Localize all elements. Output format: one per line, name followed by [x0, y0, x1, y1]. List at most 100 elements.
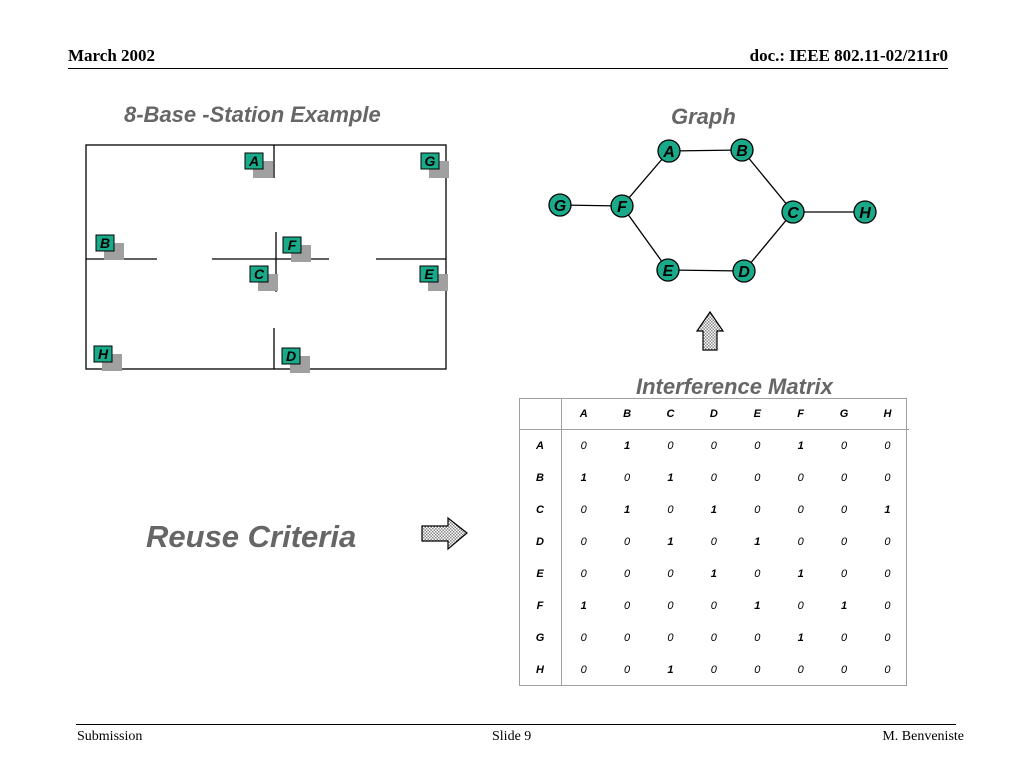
matrix-cell: 0: [710, 664, 717, 676]
matrix-cell: 0: [884, 664, 891, 676]
matrix-cell: 0: [840, 440, 848, 452]
station-b: B: [95, 234, 124, 260]
graph-node-label: H: [859, 205, 871, 222]
graph-node-g: G: [548, 193, 572, 217]
matrix-cell: 0: [624, 632, 631, 644]
matrix-row-header: B: [519, 462, 562, 494]
station-c: C: [249, 265, 278, 291]
matrix-cell: 1: [710, 504, 717, 516]
station-box: [281, 347, 301, 365]
graph-node-label: F: [617, 199, 628, 216]
matrix-cell: 0: [884, 600, 891, 612]
matrix-col-header: B: [605, 398, 649, 430]
header-doc-id: doc.: IEEE 802.11-02/211r0: [749, 46, 948, 65]
matrix-cell: 0: [667, 568, 674, 580]
matrix-cell: 0: [667, 440, 674, 452]
matrix-title: Interference Matrix: [636, 374, 833, 399]
matrix-row-header: D: [519, 526, 562, 558]
matrix-cell: 0: [797, 504, 804, 516]
matrix-corner: [519, 398, 562, 430]
matrix-row-header: F: [519, 590, 562, 622]
station-box: [93, 345, 113, 363]
graph-node-d: D: [732, 259, 756, 283]
graph-edge-af: [621, 150, 670, 207]
matrix-cell: 0: [840, 568, 848, 580]
station-label: D: [286, 348, 296, 364]
matrix-cell: 0: [840, 632, 848, 644]
matrix-col-header: A: [561, 398, 606, 430]
graph-node-a: A: [657, 139, 681, 163]
station-d: D: [281, 347, 310, 373]
matrix-cell: 1: [797, 568, 804, 580]
matrix-cell: 0: [580, 632, 587, 644]
station-g: G: [420, 152, 449, 178]
footer-rule: [76, 724, 956, 725]
matrix-cell: 0: [840, 504, 848, 516]
graph-node-circle: [610, 194, 634, 218]
graph-node-label: G: [554, 198, 566, 215]
station-label: A: [248, 153, 259, 169]
matrix-col-header: E: [735, 398, 779, 430]
matrix-cell: 1: [667, 536, 674, 548]
matrix-cell: 0: [580, 504, 587, 516]
matrix-cell: 0: [884, 440, 891, 452]
graph-title: Graph: [671, 104, 736, 129]
station-label: B: [100, 235, 110, 251]
matrix-cell: 0: [840, 472, 848, 484]
graph-node-circle: [781, 200, 805, 224]
station-box: [420, 152, 440, 170]
matrix-cell: 0: [710, 472, 717, 484]
matrix-cell: 0: [710, 440, 717, 452]
matrix-cell: 0: [797, 664, 804, 676]
matrix-cell: 0: [710, 600, 717, 612]
station-box: [244, 152, 264, 170]
matrix-cell: 1: [884, 504, 891, 516]
matrix-cell: 0: [840, 664, 848, 676]
footer-slide-number: Slide 9: [492, 729, 532, 744]
graph-edge-bc: [741, 149, 794, 213]
graph-node-label: A: [662, 144, 675, 161]
station-h: H: [93, 345, 122, 371]
reuse-criteria-title: Reuse Criteria: [146, 519, 357, 554]
graph-node-circle: [657, 139, 681, 163]
matrix-row-header: C: [519, 494, 562, 526]
footer-submission: Submission: [77, 729, 143, 744]
graph-edge-ed: [667, 269, 745, 272]
matrix-cell: 0: [667, 632, 674, 644]
matrix-cell: 1: [667, 664, 674, 676]
matrix-row-header: E: [519, 558, 562, 590]
footer-author: M. Benveniste: [882, 729, 964, 744]
matrix-cell: 0: [754, 504, 761, 516]
matrix-col-header: D: [692, 398, 736, 430]
station-box: [95, 234, 115, 252]
matrix-cell: 0: [754, 472, 761, 484]
matrix-cell: 1: [710, 568, 717, 580]
matrix-cell: 1: [624, 504, 631, 516]
station-label: C: [254, 266, 265, 282]
matrix-cell: 0: [754, 440, 761, 452]
graph-node-f: F: [610, 194, 634, 218]
station-label: H: [98, 346, 109, 362]
matrix-cell: 0: [624, 600, 631, 612]
matrix-cell: 0: [580, 536, 587, 548]
graph-edge-cd: [743, 211, 794, 272]
graph-node-circle: [656, 258, 680, 282]
matrix-cell: 0: [884, 568, 891, 580]
matrix-cell: 1: [580, 472, 587, 484]
matrix-col-header: F: [778, 398, 823, 430]
matrix-cell: 0: [624, 472, 631, 484]
matrix-cell: 0: [624, 664, 631, 676]
matrix-cell: 0: [580, 440, 587, 452]
station-e: E: [419, 265, 448, 291]
header-date: March 2002: [68, 46, 156, 65]
graph-node-circle: [548, 193, 572, 217]
